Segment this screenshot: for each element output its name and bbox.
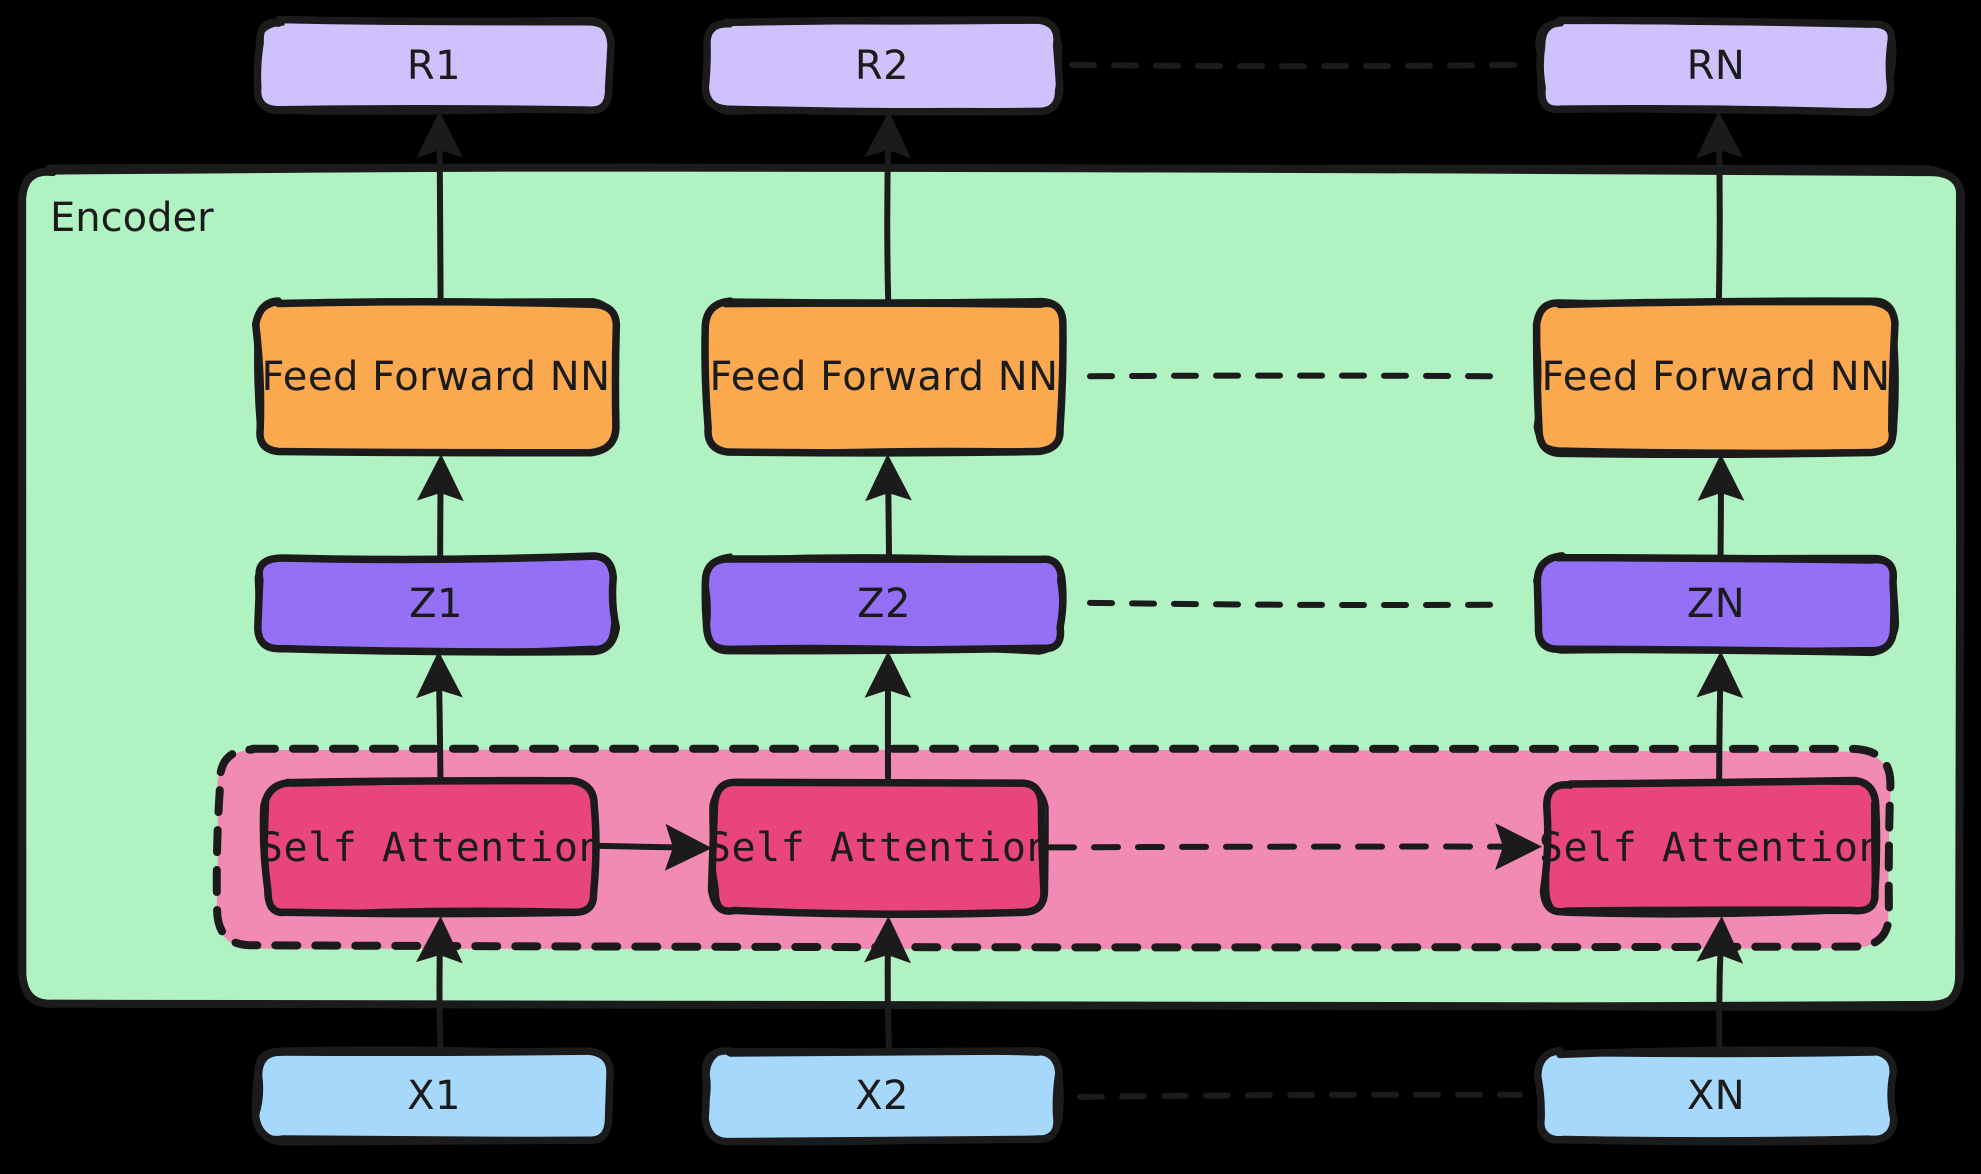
self-attention-node-label: Self Attention <box>258 825 604 871</box>
edge-xn-to-san <box>1696 916 1744 1055</box>
edge-sa1-to-sa2 <box>597 823 712 871</box>
z-state-node-label: Z1 <box>409 581 463 627</box>
z-state-node-z2[interactable]: Z2 <box>706 558 1062 650</box>
shape-x1 <box>251 1046 614 1146</box>
edge-ffn2-to-r2 <box>864 111 912 306</box>
output-node-label: R2 <box>854 43 910 89</box>
self-attention-node-label: Self Attention <box>706 825 1052 871</box>
feed-forward-node-label: Feed Forward NN <box>709 354 1059 400</box>
output-node-r2[interactable]: R2 <box>706 22 1058 110</box>
shape-san <box>1539 776 1881 918</box>
input-node-label: XN <box>1686 1073 1746 1119</box>
shape-ffnn <box>1532 297 1899 459</box>
output-node-rn[interactable]: RN <box>1540 22 1892 110</box>
feed-forward-node-ffn1[interactable]: Feed Forward NN <box>258 303 614 451</box>
self-attention-node-san[interactable]: Self Attention <box>1539 783 1883 913</box>
shape-z2 <box>701 553 1067 655</box>
shape-sa1 <box>259 776 600 918</box>
output-node-label: RN <box>1686 43 1746 89</box>
self-attention-node-label: Self Attention <box>1538 825 1884 871</box>
z-state-node-zn[interactable]: ZN <box>1538 558 1894 650</box>
input-node-x2[interactable]: X2 <box>706 1052 1058 1140</box>
edge-x2-to-xn-link <box>1077 1091 1523 1100</box>
edge-x1-to-sa1 <box>416 916 463 1055</box>
z-state-node-label: ZN <box>1686 581 1746 627</box>
feed-forward-node-ffn2[interactable]: Feed Forward NN <box>706 303 1062 451</box>
input-node-label: X1 <box>407 1073 461 1119</box>
shape-rn <box>1535 16 1897 117</box>
feed-forward-node-label: Feed Forward NN <box>261 354 611 400</box>
shape-ffn2 <box>701 297 1067 457</box>
shape-x2 <box>701 1046 1064 1146</box>
edge-sa2-to-san <box>1047 823 1542 870</box>
output-node-label: R1 <box>406 43 462 89</box>
input-node-xn[interactable]: XN <box>1540 1052 1892 1140</box>
shape-r1 <box>253 15 615 115</box>
shape-r2 <box>701 16 1064 116</box>
edge-z2-to-zn-link <box>1087 599 1493 609</box>
edge-ffn2-to-ffnn-link <box>1087 372 1493 380</box>
node-shapes-group <box>251 15 1900 1146</box>
shape-ffn1 <box>251 297 621 457</box>
input-node-x1[interactable]: X1 <box>258 1052 610 1140</box>
edge-r2-to-rn-link <box>1069 61 1525 70</box>
shape-sa2 <box>707 778 1049 918</box>
encoder-container-label: Encoder <box>50 195 214 241</box>
edge-ffn1-to-r1 <box>416 111 464 306</box>
input-node-label: X2 <box>855 1073 909 1119</box>
shape-z1 <box>254 552 621 656</box>
edge-x2-to-sa2 <box>864 916 911 1055</box>
shape-xn <box>1533 1046 1898 1146</box>
z-state-node-z1[interactable]: Z1 <box>258 558 614 650</box>
edge-ffnn-to-rn <box>1696 111 1743 306</box>
z-state-node-label: Z2 <box>857 581 911 627</box>
output-node-r1[interactable]: R1 <box>258 22 610 110</box>
feed-forward-node-ffnn[interactable]: Feed Forward NN <box>1538 303 1894 451</box>
self-attention-node-sa1[interactable]: Self Attention <box>259 783 603 913</box>
shape-zn <box>1533 552 1900 657</box>
feed-forward-node-label: Feed Forward NN <box>1541 354 1891 400</box>
self-attention-node-sa2[interactable]: Self Attention <box>707 783 1051 913</box>
